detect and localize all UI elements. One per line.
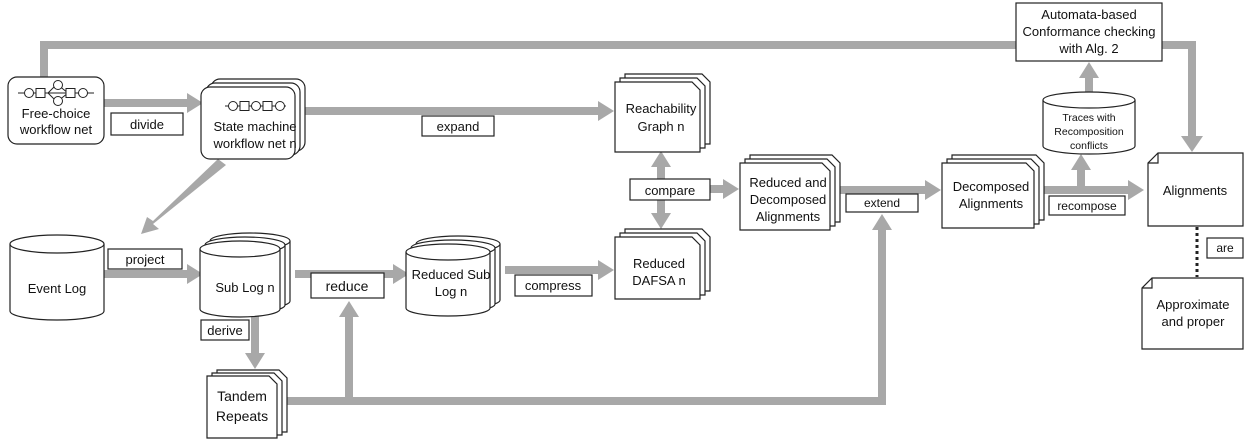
arrow-derive xyxy=(245,308,265,369)
free-choice-workflow-net: Free-choice workflow net xyxy=(7,76,105,145)
label-recompose: recompose xyxy=(1048,195,1126,216)
label-are: are xyxy=(1206,237,1244,259)
state-machine-label-2: workflow net n xyxy=(212,136,296,151)
traces-label-2: Recomposition xyxy=(1054,126,1124,138)
petri-net-icon xyxy=(18,80,94,106)
sub-log: Sub Log n xyxy=(199,232,291,318)
label-project: project xyxy=(107,248,183,270)
label-divide-text: divide xyxy=(130,117,164,132)
decomposed-alignments: Decomposed Alignments xyxy=(941,154,1045,229)
label-derive: derive xyxy=(200,319,250,341)
decomposed-alignments-label-2: Alignments xyxy=(959,196,1024,211)
label-reduce: reduce xyxy=(310,272,385,299)
approximate-label-1: Approximate xyxy=(1157,297,1230,312)
label-compare: compare xyxy=(629,178,711,201)
label-are-text: are xyxy=(1216,241,1234,255)
label-derive-text: derive xyxy=(207,323,242,338)
state-machine-icon xyxy=(225,101,286,111)
traces-label-1: Traces with xyxy=(1062,112,1115,124)
event-log-label: Event Log xyxy=(28,281,87,296)
automata-label-3: with Alg. 2 xyxy=(1058,41,1118,56)
reduced-sub-log-label-2: Log n xyxy=(435,284,468,299)
arrow-compress xyxy=(505,260,614,280)
traces-label-3: conflicts xyxy=(1070,140,1108,152)
state-machine-workflow-net: State machine workflow net n xyxy=(200,78,306,160)
automata-label-1: Automata-based xyxy=(1041,7,1136,22)
label-extend-text: extend xyxy=(864,196,900,210)
arrow-tandem-to-reduce xyxy=(287,301,359,405)
arrow-project xyxy=(104,264,203,284)
reachability-graph-label-2: Graph n xyxy=(638,119,685,134)
reduced-decomposed-label-1: Reduced and xyxy=(749,175,826,190)
reduced-decomposed-label-3: Alignments xyxy=(756,209,821,224)
label-divide: divide xyxy=(110,112,184,136)
reduced-decomposed-alignments: Reduced and Decomposed Alignments xyxy=(739,154,841,231)
reachability-graph-label-1: Reachability xyxy=(626,101,697,116)
approximate-label-2: and proper xyxy=(1162,314,1226,329)
alignments: Alignments xyxy=(1147,152,1244,227)
free-choice-label-1: Free-choice xyxy=(22,106,91,121)
arrow-to-automata xyxy=(1079,62,1099,93)
reduced-decomposed-label-2: Decomposed xyxy=(750,192,827,207)
approximate-and-proper: Approximate and proper xyxy=(1141,277,1244,350)
reachability-graph: Reachability Graph n xyxy=(614,73,711,153)
reduced-sub-log-label-1: Reduced Sub xyxy=(412,267,491,282)
label-compress-text: compress xyxy=(525,278,582,293)
arrow-to-traces xyxy=(1071,154,1091,186)
state-machine-label-1: State machine xyxy=(213,119,296,134)
edge-labels: divide expand project reduce compress de… xyxy=(107,112,1244,341)
reduced-dafsa-label-1: Reduced xyxy=(633,256,685,271)
label-recompose-text: recompose xyxy=(1057,199,1117,213)
label-expand-text: expand xyxy=(437,119,480,134)
label-compare-text: compare xyxy=(645,183,696,198)
event-log: Event Log xyxy=(9,234,105,321)
reduced-dafsa-label-2: DAFSA n xyxy=(632,273,685,288)
free-choice-label-2: workflow net xyxy=(19,122,93,137)
tandem-repeats-label-2: Repeats xyxy=(216,408,268,424)
label-reduce-text: reduce xyxy=(326,278,369,294)
tandem-repeats-label-1: Tandem xyxy=(217,388,267,404)
tandem-repeats: Tandem Repeats xyxy=(206,369,288,439)
label-extend: extend xyxy=(845,193,919,213)
sub-log-label: Sub Log n xyxy=(215,280,274,295)
label-expand: expand xyxy=(421,115,495,137)
arrow-compare-to-reduced xyxy=(710,179,739,199)
label-project-text: project xyxy=(125,252,164,267)
arrow-divide xyxy=(104,93,203,113)
arrow-extend xyxy=(840,180,941,200)
reduced-dafsa: Reduced DAFSA n xyxy=(614,228,711,300)
arrow-recompose xyxy=(1044,180,1144,200)
alignments-label: Alignments xyxy=(1163,183,1228,198)
automata-conformance-checking: Automata-based Conformance checking with… xyxy=(1015,2,1163,62)
automata-label-2: Conformance checking xyxy=(1023,24,1156,39)
arrow-state-to-eventlog xyxy=(141,159,226,234)
label-compress: compress xyxy=(514,274,593,297)
traces-with-conflicts: Traces with Recomposition conflicts xyxy=(1042,91,1136,155)
arrow-expand xyxy=(304,101,614,121)
decomposed-alignments-label-1: Decomposed xyxy=(953,179,1030,194)
reduced-sub-log: Reduced Sub Log n xyxy=(405,235,501,317)
